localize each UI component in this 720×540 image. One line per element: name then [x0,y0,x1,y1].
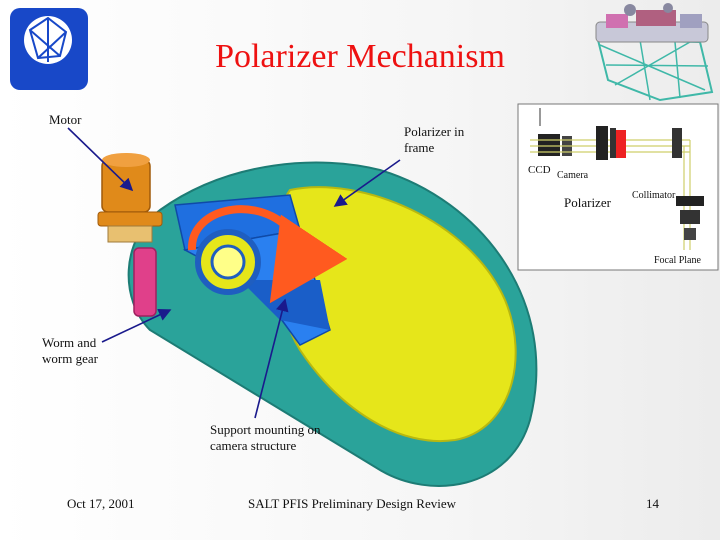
footer-page-number: 14 [646,496,659,511]
motor-callout-arrow [67,127,134,192]
inset-label-ccd: CCD [528,164,551,176]
footer-presentation-title: SALT PFIS Preliminary Design Review [248,496,457,511]
label-worm-line2: worm gear [42,351,98,366]
footer-date: Oct 17, 2001 [67,496,135,511]
telescope-illustration [595,3,714,102]
label-support-mounting: Support mounting on camera structure [210,422,321,454]
inset-label-camera: Camera [557,170,589,181]
salt-logo [10,8,88,90]
label-polarizer-line2: frame [404,140,435,155]
slide-title: Polarizer Mechanism [215,38,505,75]
polarizer-callout-arrow [333,159,401,207]
inset-label-focal-plane: Focal Plane [654,255,701,266]
worm-callout-arrow [101,308,172,343]
polarizer-mechanism-drawing [97,153,538,487]
support-callout-arrow [254,298,289,419]
label-polarizer-line1: Polarizer in [404,124,465,139]
label-support-line2: camera structure [210,438,297,453]
inset-label-collimator: Collimator [632,190,676,201]
label-worm-gear: Worm and worm gear [42,335,98,367]
label-motor: Motor [49,112,82,127]
label-polarizer-in-frame: Polarizer in frame [404,124,464,156]
optical-layout-inset [517,103,719,271]
inset-label-polarizer: Polarizer [564,195,611,210]
label-support-line1: Support mounting on [210,422,321,437]
label-worm-line1: Worm and [42,335,97,350]
